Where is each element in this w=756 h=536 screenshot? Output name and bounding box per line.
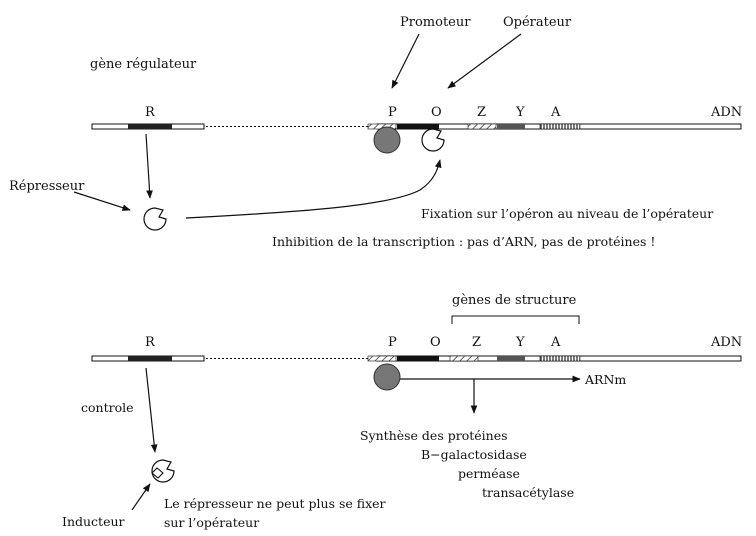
label-promoteur: Promoteur [400,15,471,30]
arrow-controle [145,367,158,453]
gene-label-a: A [550,105,561,120]
text-b-galactosidase: B−galactosidase [421,447,527,462]
label-inducteur: Inducteur [62,514,125,529]
label-adn: ADN [710,105,742,120]
label-genes-structure: gènes de structure [452,293,577,308]
inducer-shape [151,467,164,479]
arrow-inducteur [131,483,151,511]
gene-label-y-bottom: Y [515,335,525,350]
gene-label-r: R [145,105,156,120]
gene-label-z-bottom: Z [472,335,481,350]
text-synthese: Synthèse des protéines [360,428,508,443]
dna-strand-bottom [91,355,742,362]
bracket-genes-structure [451,315,580,324]
label-operateur: Opérateur [503,15,572,30]
dna-strand-top [91,123,742,130]
gene-label-p-bottom: P [388,335,397,350]
arrow-promoteur [391,33,420,89]
gene-label-p: P [388,105,397,120]
text-transacetylase: transacétylase [482,485,574,500]
label-gene-regulateur: gène régulateur [90,57,197,72]
rna-polymerase-top [373,126,401,154]
gene-label-y: Y [515,105,525,120]
arrow-repressor-to-operator [185,159,442,219]
label-arnm: ARNm [584,372,626,387]
arrow-r-to-repressor [145,133,153,199]
label-controle: controle [81,400,134,415]
top-panel: Promoteur Opérateur gène régulateur R P … [9,15,742,249]
bottom-panel: gènes de structure R P O Z Y A ADN ARNm … [62,293,742,530]
label-represseur: Répresseur [9,179,85,194]
text-fixation: Fixation sur l’opéron au niveau de l’opé… [421,206,713,221]
text-represseur-line1: Le répresseur ne peut plus se fixer [164,496,386,511]
gene-label-o-bottom: O [430,335,441,350]
text-permease: perméase [458,466,520,481]
text-represseur-line2: sur l’opérateur [164,515,259,530]
gene-label-o: O [431,105,442,120]
label-adn-bottom: ADN [710,335,742,350]
arrow-operateur [447,33,522,89]
repressor-on-operator [421,128,445,152]
repressor-free [143,207,167,231]
gene-label-z: Z [477,105,486,120]
text-inhibition: Inhibition de la transcription : pas d’A… [272,234,655,249]
gene-label-r-bottom: R [145,335,156,350]
arrow-represseur-label [73,191,131,211]
gene-label-a-bottom: A [550,335,561,350]
rna-polymerase-bottom [373,363,401,391]
